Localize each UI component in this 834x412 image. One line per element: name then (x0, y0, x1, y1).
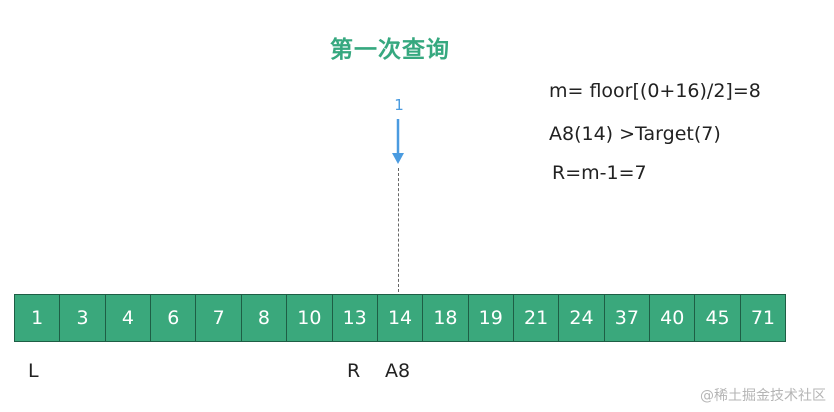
array-cell: 4 (106, 295, 152, 341)
array-cell: 19 (469, 295, 514, 341)
array-cell: 18 (423, 295, 469, 341)
array-cell: 10 (287, 295, 333, 341)
array-cell: 45 (695, 295, 741, 341)
array-cell: 21 (514, 295, 560, 341)
page-title: 第一次查询 (330, 37, 450, 63)
formula-update: R=m-1=7 (552, 162, 647, 184)
marker-right: R (347, 360, 361, 382)
pointer-dashed-line (398, 168, 399, 292)
array-cell: 8 (242, 295, 288, 341)
array-cell: 37 (605, 295, 651, 341)
array-cell: 6 (151, 295, 197, 341)
array-cell: 24 (559, 295, 605, 341)
watermark: @稀土掘金技术社区 (700, 388, 826, 404)
formula-mid: m= floor[(0+16)/2]=8 (549, 80, 761, 102)
formula-compare: A8(14) >Target(7) (549, 123, 721, 145)
array-cell: 3 (60, 295, 106, 341)
array-cell: 13 (333, 295, 378, 341)
array-cell: 40 (650, 295, 696, 341)
array-cell: 14 (378, 295, 424, 341)
marker-left: L (28, 360, 39, 382)
array-cell: 1 (15, 295, 61, 341)
step-number: 1 (394, 96, 404, 114)
marker-mid: A8 (385, 360, 411, 382)
down-arrow-icon (392, 119, 404, 164)
array-cell: 7 (196, 295, 242, 341)
array-cell: 71 (750, 307, 776, 329)
